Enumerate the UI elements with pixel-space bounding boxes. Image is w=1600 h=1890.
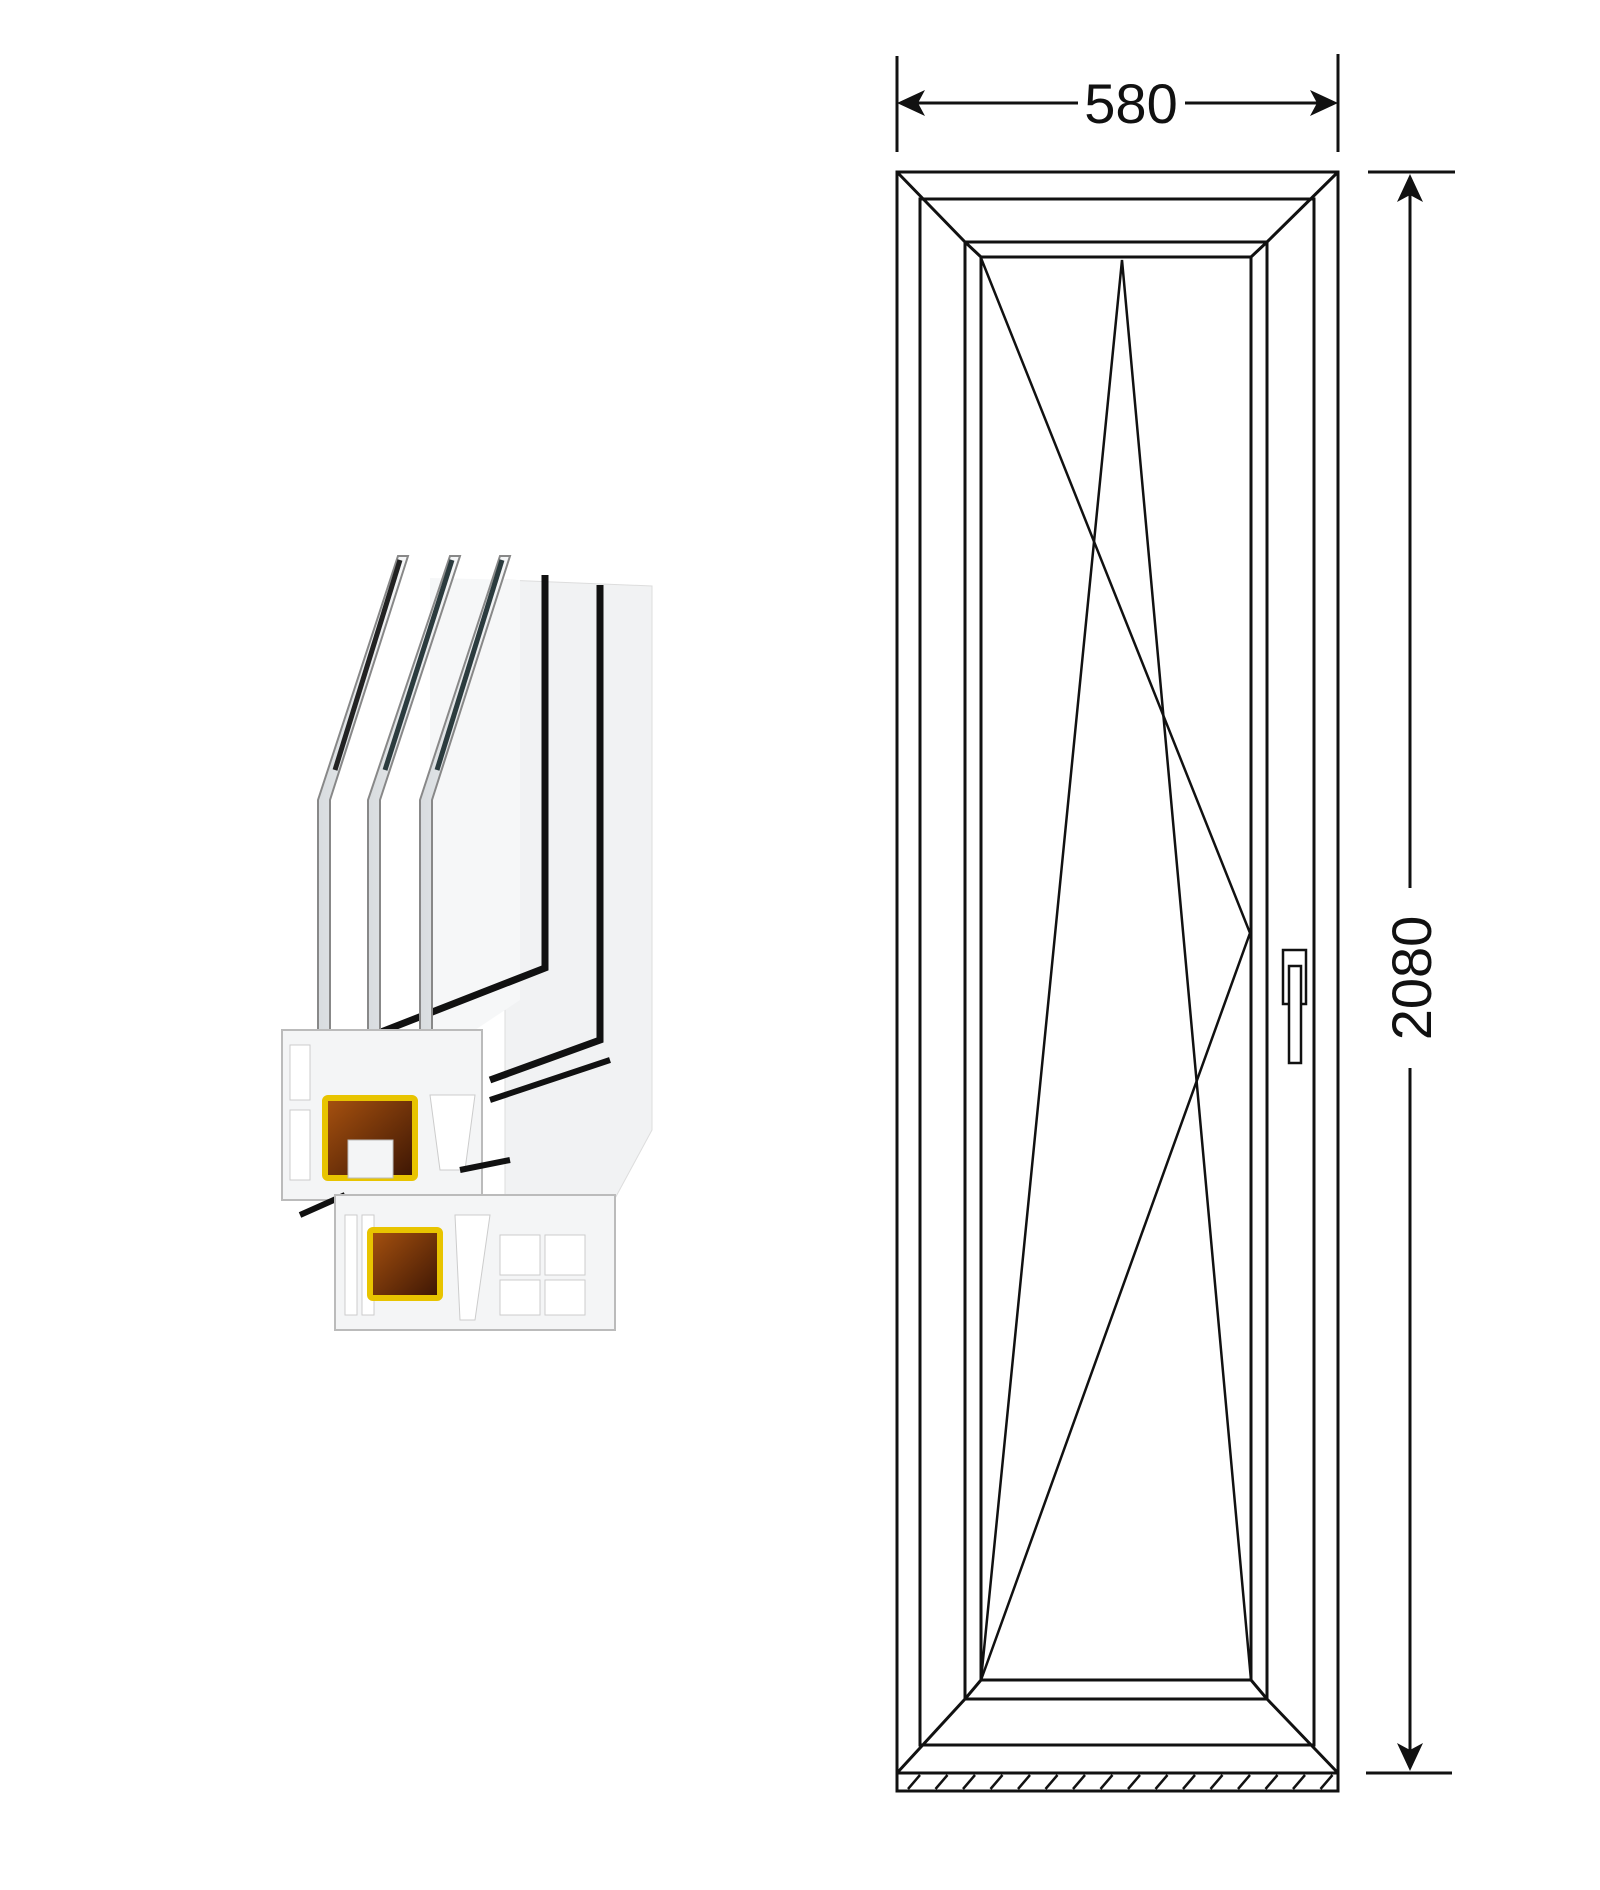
steel-reinforcement-frame (367, 1227, 443, 1301)
hatch-stroke (1154, 1774, 1169, 1790)
height-label: 2080 (1380, 916, 1443, 1041)
hatch-stroke (962, 1774, 976, 1790)
hatch-stroke (1292, 1774, 1306, 1790)
arrow-left-icon (897, 90, 925, 116)
door-elevation-drawing: 580 (895, 54, 1455, 1793)
frame-profile (334, 1057, 616, 1331)
hatch-stroke (934, 1774, 949, 1790)
hatch-stroke (1072, 1774, 1086, 1790)
hatch-stroke (1017, 1774, 1031, 1790)
hatch-stroke (1209, 1774, 1224, 1790)
width-label: 580 (1084, 72, 1177, 135)
hatch-stroke (1237, 1774, 1251, 1790)
width-dimension: 580 (895, 54, 1340, 152)
window-profile-cross-section-image (281, 555, 653, 1331)
hatch-stroke (907, 1774, 921, 1790)
arrow-up-icon (1397, 174, 1423, 202)
door-handle-icon (1281, 948, 1308, 1065)
hatch-stroke (989, 1774, 1004, 1790)
hatch-stroke (1319, 1774, 1334, 1790)
hatch-stroke (1264, 1774, 1279, 1790)
threshold-hatch (895, 1771, 1340, 1793)
hatch-stroke (1099, 1774, 1114, 1790)
hatch-stroke (1044, 1774, 1059, 1790)
door-frame (895, 170, 1340, 1775)
hatch-stroke (1182, 1774, 1196, 1790)
hatch-stroke (1127, 1774, 1141, 1790)
sash-profile (281, 1029, 483, 1218)
arrow-right-icon (1310, 90, 1338, 116)
arrow-down-icon (1397, 1743, 1423, 1771)
height-dimension: 2080 (1366, 170, 1455, 1775)
opening-direction-lines (979, 257, 1253, 1681)
